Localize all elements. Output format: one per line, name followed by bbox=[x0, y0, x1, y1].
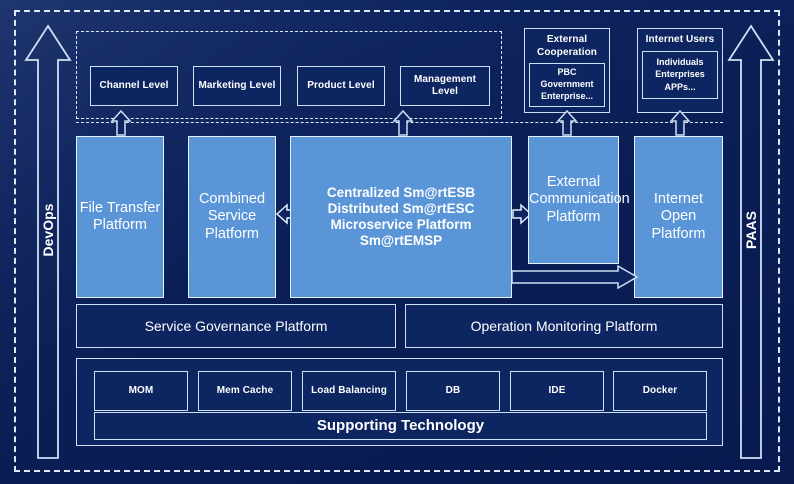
tech-label: Mem Cache bbox=[216, 385, 274, 397]
tech-label: IDE bbox=[548, 385, 566, 397]
tech-label: Load Balancing bbox=[311, 385, 387, 397]
supporting-technology-banner: Supporting Technology bbox=[94, 412, 707, 440]
level-label: Marketing Level bbox=[198, 80, 276, 92]
platform-label: Combined Service Platform bbox=[198, 191, 266, 242]
paas-pillar bbox=[727, 22, 775, 462]
arrow-right-icon bbox=[511, 264, 639, 290]
devops-label: DevOps bbox=[40, 203, 56, 257]
supporting-technology-label: Supporting Technology bbox=[316, 417, 485, 435]
up-arrow-icon bbox=[556, 109, 578, 136]
flow-up-arrow-external-cooperation bbox=[556, 109, 578, 141]
external-cooperation-box[interactable]: External Cooperation PBC Government Ente… bbox=[524, 28, 610, 113]
platform-label: Centralized Sm@rtESB Distributed Sm@rtES… bbox=[291, 185, 511, 249]
level-box-product[interactable]: Product Level bbox=[297, 66, 385, 106]
platform-line-3: Microservice Platform Sm@rtEMSP bbox=[330, 217, 472, 248]
devops-pillar bbox=[24, 22, 72, 462]
platform-internet-open[interactable]: Internet Open Platform bbox=[634, 136, 723, 298]
tech-label: Docker bbox=[642, 385, 678, 397]
tech-box-mem-cache[interactable]: Mem Cache bbox=[198, 371, 292, 411]
arrow-right-icon bbox=[512, 203, 533, 225]
level-box-marketing[interactable]: Marketing Level bbox=[193, 66, 281, 106]
up-arrow-icon bbox=[24, 24, 72, 459]
internet-users-box[interactable]: Internet Users Individuals Enterprises A… bbox=[637, 28, 723, 113]
platform-esb-esc-emsp[interactable]: Centralized Sm@rtESB Distributed Sm@rtES… bbox=[290, 136, 512, 298]
flow-up-arrow-channel bbox=[110, 109, 132, 141]
level-box-management[interactable]: Management Level bbox=[400, 66, 490, 106]
tech-label: MOM bbox=[128, 385, 154, 397]
flow-up-arrow-management bbox=[392, 109, 414, 141]
management-label: Operation Monitoring Platform bbox=[470, 317, 658, 334]
platform-label: External Communication Platform bbox=[529, 174, 630, 225]
operation-monitoring-platform[interactable]: Operation Monitoring Platform bbox=[405, 304, 723, 348]
tech-box-mom[interactable]: MOM bbox=[94, 371, 188, 411]
platform-line-1: Centralized Sm@rtESB bbox=[326, 185, 476, 201]
internet-users-title: Internet Users bbox=[645, 34, 715, 45]
platform-label: File Transfer Platform bbox=[79, 199, 161, 233]
tech-box-ide[interactable]: IDE bbox=[510, 371, 604, 411]
level-label: Product Level bbox=[307, 80, 375, 92]
flow-right-arrow-esb-to-external bbox=[512, 203, 533, 230]
tech-box-db[interactable]: DB bbox=[406, 371, 500, 411]
platform-external-communication[interactable]: External Communication Platform bbox=[528, 136, 630, 264]
internet-users-detail: Individuals Enterprises APPs... bbox=[642, 50, 718, 99]
external-cooperation-detail: PBC Government Enterprise... bbox=[529, 63, 605, 107]
platform-combined-service[interactable]: Combined Service Platform bbox=[188, 136, 276, 298]
flow-up-arrow-internet-users bbox=[669, 109, 691, 141]
consumer-levels-group bbox=[76, 31, 502, 119]
external-cooperation-title: External Cooperation bbox=[537, 34, 597, 58]
up-arrow-icon bbox=[110, 109, 132, 136]
platform-file-transfer[interactable]: File Transfer Platform bbox=[76, 136, 164, 298]
management-label: Service Governance Platform bbox=[144, 317, 328, 334]
level-label: Management Level bbox=[413, 74, 477, 97]
tech-label: DB bbox=[445, 385, 461, 397]
up-arrow-icon bbox=[392, 109, 414, 136]
tech-box-load-balancing[interactable]: Load Balancing bbox=[302, 371, 396, 411]
level-box-channel[interactable]: Channel Level bbox=[90, 66, 178, 106]
tech-box-docker[interactable]: Docker bbox=[613, 371, 707, 411]
up-arrow-icon bbox=[727, 24, 775, 459]
service-governance-platform[interactable]: Service Governance Platform bbox=[76, 304, 396, 348]
paas-label: PAAS bbox=[743, 211, 759, 249]
flow-long-arrow-esb-to-internet-open bbox=[511, 264, 639, 295]
up-arrow-icon bbox=[669, 109, 691, 136]
level-label: Channel Level bbox=[99, 80, 169, 92]
platform-line-2: Distributed Sm@rtESC bbox=[327, 201, 475, 217]
platform-label: Internet Open Platform bbox=[651, 191, 706, 242]
